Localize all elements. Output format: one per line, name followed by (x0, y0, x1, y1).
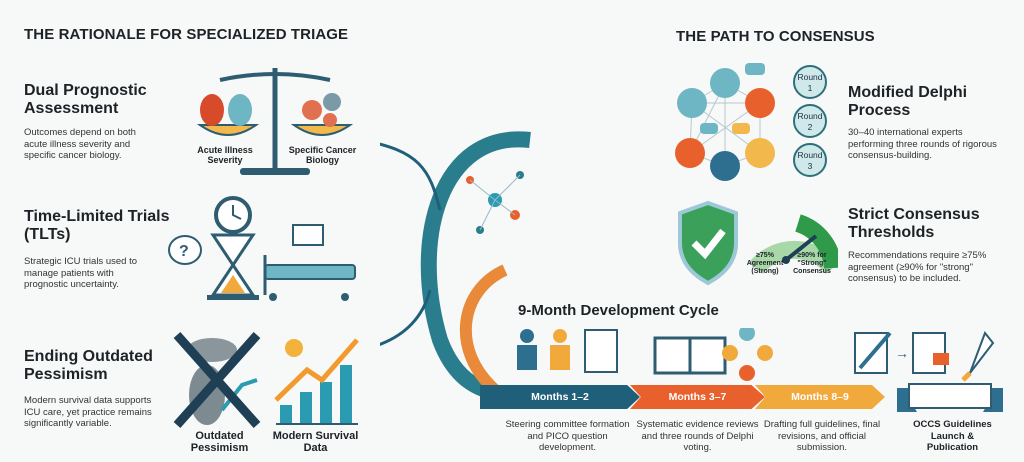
central-path-arc (380, 131, 531, 403)
lungs-icon (228, 94, 252, 126)
dual-prognostic-heading: Dual Prognostic Assessment (24, 82, 147, 117)
delphi-body: 30–40 international experts performing t… (848, 127, 997, 161)
launch-publication-label: OCCS Guidelines Launch & Publication (913, 419, 992, 453)
phase-1-description: Steering committee formation and PICO qu… (505, 419, 630, 453)
shield-gauge-icon (678, 200, 838, 286)
svg-text:?: ? (179, 243, 189, 260)
gauge-needle (784, 234, 818, 262)
cancer-biology-label: Specific Cancer Biology (288, 145, 357, 165)
question-bubble-icon (168, 235, 202, 265)
delphi-expert-network-icon (675, 63, 775, 181)
outdated-pessimism-label: Outdated Pessimism (190, 430, 249, 454)
icu-bed-icon (264, 264, 356, 280)
crossed-out-pessimism-icon (173, 332, 261, 428)
thresholds-body: Recommendations require ≥75% agreement (… (848, 250, 987, 284)
round-2-badge: Round 2 (793, 104, 827, 138)
phase-months-3-7: Months 3–7 (630, 385, 765, 409)
gauge-75-label: ≥75% Agreement (Strong) (746, 252, 784, 275)
svg-text:→: → (895, 345, 909, 361)
delphi-heading: Modified Delphi Process (848, 84, 968, 119)
timeline-title: 9-Month Development Cycle (518, 302, 719, 319)
round-1-badge: Round 1 (793, 65, 827, 99)
pessimism-heading: Ending Outdated Pessimism (24, 348, 153, 383)
heart-icon (200, 94, 224, 126)
document-icon (584, 329, 618, 373)
open-book-icon (653, 336, 727, 375)
acute-illness-label: Acute Illness Severity (197, 145, 253, 165)
survival-growth-chart-icon (274, 338, 359, 425)
experts-circle-icon (722, 328, 773, 381)
launch-banner-icon (897, 383, 1003, 412)
phase-months-1-2: Months 1–2 (480, 385, 640, 409)
timeline-icons: → (517, 328, 995, 382)
phase-3-description: Drafting full guidelines, final revision… (763, 419, 881, 453)
tlt-heading: Time-Limited Trials (TLTs) (24, 208, 170, 243)
tlt-body: Strategic ICU trials used to manage pati… (24, 256, 137, 290)
round-3-badge: Round 3 (793, 143, 827, 177)
hourglass-icu-bed-illustration: ? (168, 196, 356, 301)
left-section-title: THE RATIONALE FOR SPECIALIZED TRIAGE (24, 26, 349, 43)
sun-icon (285, 339, 303, 357)
dual-prognostic-body: Outcomes depend on both acute illness se… (24, 127, 136, 161)
phase-months-8-9: Months 8–9 (755, 385, 885, 409)
shield-check-icon (678, 200, 738, 286)
monitor-icon (292, 224, 324, 246)
phase-2-description: Systematic evidence reviews and three ro… (636, 419, 759, 453)
pessimism-body: Modern survival data supports ICU care, … (24, 395, 152, 429)
right-section-title: THE PATH TO CONSENSUS (676, 28, 875, 45)
thresholds-heading: Strict Consensus Thresholds (848, 206, 980, 241)
balance-scale-icon (196, 68, 354, 175)
handshake-icon (517, 329, 570, 370)
gauge-90-label: ≥90% for "Strong" Consensus (793, 252, 831, 275)
modern-survival-label: Modern Survival Data (272, 430, 359, 454)
rocket-icon (961, 331, 995, 382)
